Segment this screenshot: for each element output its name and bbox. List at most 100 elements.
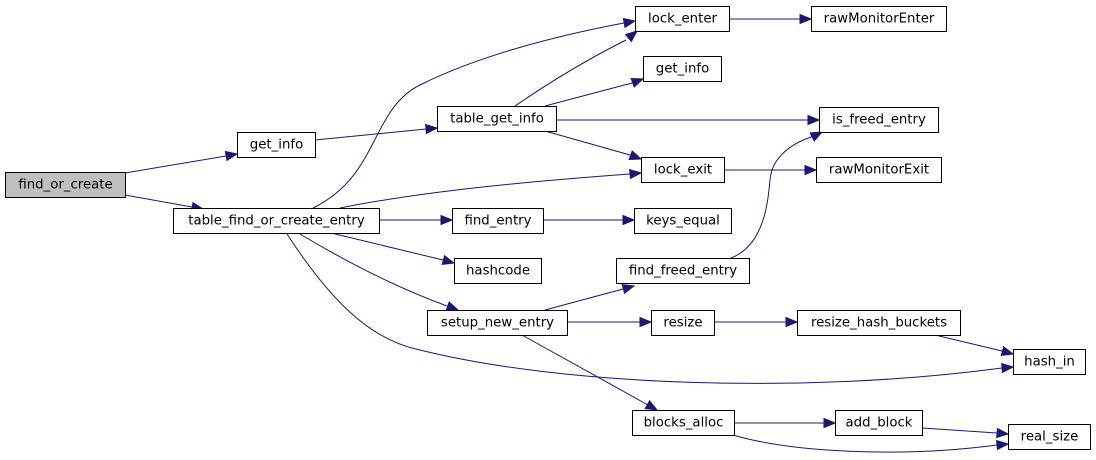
node-box[interactable] <box>797 310 961 336</box>
node-label: hash_in <box>1024 355 1075 370</box>
node-rawMonitorExit[interactable]: rawMonitorExit <box>816 157 942 183</box>
node-add-block[interactable]: add_block <box>835 410 923 436</box>
edge-line <box>544 130 631 156</box>
node-box[interactable] <box>427 310 568 336</box>
edge-line <box>314 128 427 141</box>
node-box[interactable] <box>5 172 126 198</box>
edge-line <box>544 82 633 107</box>
arrowhead-icon <box>639 316 653 328</box>
edge-table_find_or_create_entry-to-find_entry <box>379 214 454 226</box>
arrowhead-icon <box>996 427 1010 439</box>
edge-table_find_or_create_entry-to-lock_exit <box>339 168 643 209</box>
edge-find_entry-to-keys_equal <box>543 214 636 226</box>
node-find-entry[interactable]: find_entry <box>452 208 544 234</box>
node-resize-hash-buckets[interactable]: resize_hash_buckets <box>797 310 961 336</box>
node-box[interactable] <box>1008 424 1091 450</box>
node-label: find_entry <box>464 214 531 229</box>
edge-table_get_info-to-is_freed_entry <box>556 114 821 126</box>
node-box[interactable] <box>237 132 316 158</box>
node-label: setup_new_entry <box>441 316 554 331</box>
arrowhead-icon <box>1000 345 1015 357</box>
edge-find_or_create-to-get_info_1 <box>124 150 239 174</box>
edge-line <box>521 334 649 406</box>
edge-setup_new_entry-to-find_freed_entry <box>544 283 636 311</box>
node-box[interactable] <box>634 208 732 234</box>
node-box[interactable] <box>651 310 715 336</box>
node-find-freed-entry[interactable]: find_freed_entry <box>616 258 750 284</box>
node-box[interactable] <box>437 106 557 132</box>
node-label: resize <box>663 316 702 331</box>
node-hash-in[interactable]: hash_in <box>1013 349 1086 375</box>
node-box[interactable] <box>835 410 923 436</box>
node-label: keys_equal <box>646 214 720 229</box>
node-lock-exit[interactable]: lock_exit <box>641 157 725 183</box>
node-box[interactable] <box>811 6 947 32</box>
edge-lock_exit-to-rawMonitorExit <box>724 164 818 176</box>
node-label: find_freed_entry <box>629 264 737 279</box>
node-box[interactable] <box>819 107 939 133</box>
node-label: rawMonitorEnter <box>824 12 935 27</box>
edge-resize_hash_buckets-to-hash_in <box>934 334 1015 357</box>
node-label: is_freed_entry <box>832 113 926 128</box>
node-rawMonitorEnter[interactable]: rawMonitorEnter <box>811 6 947 32</box>
node-real-size[interactable]: real_size <box>1008 424 1091 450</box>
edge-blocks_alloc-to-add_block <box>734 417 837 429</box>
edge-lock_enter-to-rawMonitorEnter <box>729 13 813 25</box>
edge-find_freed_entry-to-is_freed_entry <box>730 131 824 259</box>
arrowhead-icon <box>622 214 636 226</box>
node-label: rawMonitorExit <box>829 163 929 178</box>
node-lock-enter[interactable]: lock_enter <box>635 6 730 32</box>
node-blocks-alloc[interactable]: blocks_alloc <box>632 410 735 436</box>
arrowhead-icon <box>621 283 636 295</box>
node-box[interactable] <box>641 157 725 183</box>
node-label: get_info <box>250 138 303 153</box>
node-table-find-or-create-entry[interactable]: table_find_or_create_entry <box>173 208 380 234</box>
node-get-info-2[interactable]: get_info <box>643 56 722 82</box>
edge-line <box>934 334 1003 352</box>
node-box[interactable] <box>1013 349 1086 375</box>
edge-add_block-to-real_size <box>921 427 1010 439</box>
node-box[interactable] <box>632 410 735 436</box>
node-box[interactable] <box>452 208 544 234</box>
edge-blocks_alloc-to-real_size <box>732 434 1010 453</box>
node-box[interactable] <box>616 258 750 284</box>
node-get-info-1[interactable]: get_info <box>237 132 316 158</box>
edge-table_get_info-to-get_info_2 <box>544 78 645 107</box>
arrowhead-icon <box>996 439 1010 451</box>
arrowhead-icon <box>785 316 799 328</box>
node-label: table_find_or_create_entry <box>188 214 365 229</box>
node-label: hashcode <box>466 264 530 279</box>
arrowhead-icon <box>809 131 824 142</box>
arrowhead-icon <box>445 301 460 311</box>
node-box[interactable] <box>173 208 380 234</box>
edge-line <box>732 434 998 453</box>
node-setup-new-entry[interactable]: setup_new_entry <box>427 310 568 336</box>
edge-table_get_info-to-lock_exit <box>544 130 643 160</box>
node-is-freed-entry[interactable]: is_freed_entry <box>819 107 939 133</box>
edge-setup_new_entry-to-resize <box>567 316 653 328</box>
arrowhead-icon <box>630 78 645 88</box>
node-box[interactable] <box>454 258 542 284</box>
arrowhead-icon <box>425 123 439 135</box>
edge-line <box>299 233 448 307</box>
node-label: resize_hash_buckets <box>811 316 947 331</box>
node-label: find_or_create <box>18 178 112 193</box>
node-resize[interactable]: resize <box>651 310 715 336</box>
edge-line <box>124 155 227 174</box>
node-label: lock_exit <box>654 163 712 178</box>
edge-table_find_or_create_entry-to-setup_new_entry <box>299 233 460 311</box>
node-box[interactable] <box>635 6 730 32</box>
node-box[interactable] <box>643 56 722 82</box>
arrowhead-icon <box>441 254 456 266</box>
node-hashcode[interactable]: hashcode <box>454 258 542 284</box>
node-label: blocks_alloc <box>644 416 724 431</box>
node-table-get-info[interactable]: table_get_info <box>437 106 557 132</box>
node-keys-equal[interactable]: keys_equal <box>634 208 732 234</box>
edge-table_find_or_create_entry-to-hash_in <box>286 233 1015 384</box>
node-box[interactable] <box>816 157 942 183</box>
edge-line <box>514 39 627 107</box>
node-find-or-create[interactable]: find_or_create <box>5 172 126 198</box>
node-label: get_info <box>656 62 709 77</box>
arrowhead-icon <box>804 164 818 176</box>
